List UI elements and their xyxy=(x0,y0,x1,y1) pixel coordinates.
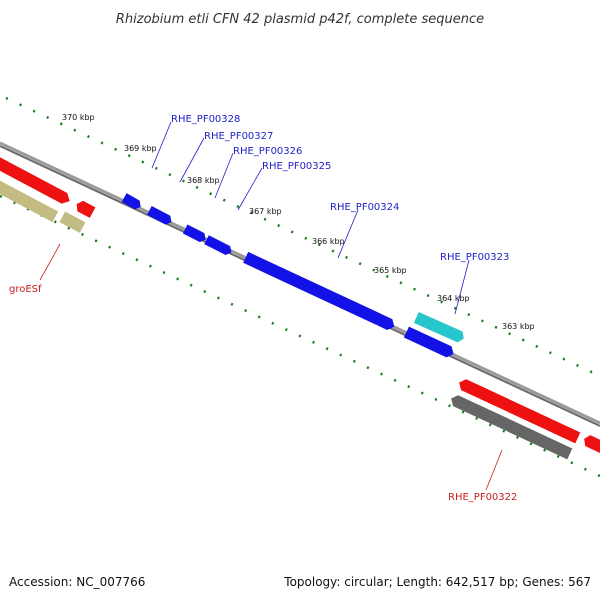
gene-arrow-red-edge[interactable] xyxy=(582,433,600,458)
gene-arrow-olive-left[interactable] xyxy=(0,173,59,223)
gene-arrow-rhe-pf00328[interactable] xyxy=(121,193,143,211)
leader-line xyxy=(237,167,263,211)
kbp-label: 366 kbp xyxy=(312,237,345,246)
gene-label-rhe-pf00327[interactable]: RHE_PF00327 xyxy=(204,131,273,142)
gene-arrow-rhe-pf00324[interactable] xyxy=(243,251,397,332)
leader-line xyxy=(39,243,61,281)
gene-arrow-rhe-pf00325[interactable] xyxy=(204,235,233,257)
gene-arrow-blue-unlabeled[interactable] xyxy=(403,326,456,360)
gene-arrow-rhe-pf00322[interactable] xyxy=(449,393,573,460)
inner-tick-track xyxy=(0,194,600,478)
gene-arrow-red-right[interactable] xyxy=(457,377,581,444)
kbp-label: 363 kbp xyxy=(502,322,535,331)
leader-line xyxy=(151,121,172,169)
kbp-label: 365 kbp xyxy=(374,266,407,275)
gene-label-rhe-pf00326[interactable]: RHE_PF00326 xyxy=(233,146,302,157)
gene-label-rhe-pf00323[interactable]: RHE_PF00323 xyxy=(440,252,509,263)
gene-arrow-rhe-pf00326[interactable] xyxy=(182,224,208,244)
gene-label-groesf[interactable]: groESf xyxy=(9,284,42,295)
gene-label-rhe-pf00328[interactable]: RHE_PF00328 xyxy=(171,114,240,125)
kbp-label: 368 kbp xyxy=(187,176,220,185)
gene-label-rhe-pf00325[interactable]: RHE_PF00325 xyxy=(262,161,331,172)
kbp-label: 370 kbp xyxy=(62,113,95,122)
topology-summary: Topology: circular; Length: 642,517 bp; … xyxy=(283,575,591,589)
gene-label-rhe-pf00324[interactable]: RHE_PF00324 xyxy=(330,202,399,213)
leader-line xyxy=(454,259,470,315)
gene-arrow-rhe-pf00327[interactable] xyxy=(147,205,174,227)
kbp-label: 367 kbp xyxy=(249,207,282,216)
gene-arrow-red-left[interactable] xyxy=(0,153,73,207)
outer-tick-track xyxy=(5,96,600,378)
leader-line xyxy=(179,137,205,183)
gene-arrow-rhe-pf00323[interactable] xyxy=(413,311,466,344)
leader-line xyxy=(214,152,234,199)
map-title: Rhizobium etli CFN 42 plasmid p42f, comp… xyxy=(116,12,484,27)
leader-line xyxy=(485,449,503,491)
accession-text: Accession: NC_007766 xyxy=(9,575,145,589)
kbp-label: 369 kbp xyxy=(124,144,157,153)
gene-arrow-red-small[interactable] xyxy=(74,199,96,218)
kbp-label: 364 kbp xyxy=(437,294,470,303)
gene-label-rhe-pf00322[interactable]: RHE_PF00322 xyxy=(448,492,517,503)
gene-arrow-groesf[interactable] xyxy=(59,211,86,233)
leader-line xyxy=(337,209,359,259)
